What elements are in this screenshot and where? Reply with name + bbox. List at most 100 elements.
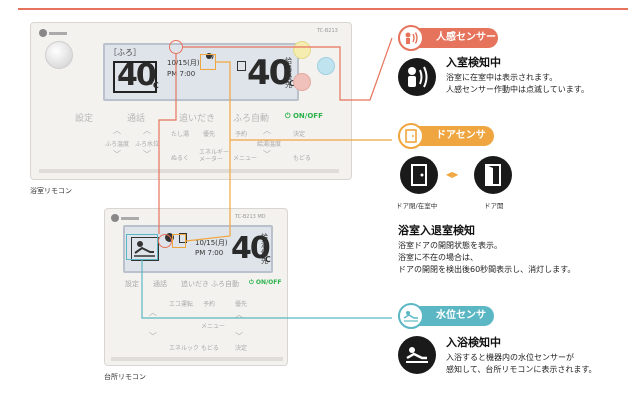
down-arrow-icon[interactable]: ﹀ xyxy=(113,150,121,159)
swap-arrows-icon: ◀▶ xyxy=(446,170,459,179)
person-sensor-icon xyxy=(398,58,436,96)
tsuwa-button[interactable]: 通話 xyxy=(127,114,146,124)
door-line-2: 浴室に不在の場合は、 xyxy=(398,253,478,262)
door-lcd-icon xyxy=(179,233,187,243)
door-lcd-icon xyxy=(237,61,246,71)
onoff-button[interactable]: ⏻ ON/OFF xyxy=(285,112,323,120)
water-heading: 入浴検知中 xyxy=(446,336,501,349)
power-icon: ⏻ xyxy=(249,279,254,286)
k-furo-jido-button[interactable]: ふろ自動 xyxy=(211,280,239,288)
door-heading: 浴室入退室検知 xyxy=(398,224,475,237)
up-arrow-icon[interactable]: ︿ xyxy=(263,126,271,135)
kitchen-foot-strip xyxy=(111,357,283,361)
door-open-label: ドア開 xyxy=(484,202,504,210)
kashi-button[interactable]: たし湯 xyxy=(171,131,190,138)
down-arrow-icon[interactable]: ﹀ xyxy=(235,332,243,341)
k-door-sensor-highlight xyxy=(172,234,186,248)
up-arrow-icon[interactable]: ︿ xyxy=(235,310,243,319)
settei-button[interactable]: 設定 xyxy=(75,114,94,124)
up-arrow-icon[interactable]: ︿ xyxy=(113,126,121,135)
brand-logo xyxy=(111,214,141,222)
k-oidaki-button[interactable]: 追いだき xyxy=(181,280,209,288)
menu-button[interactable]: メニュー xyxy=(233,155,258,162)
person-sensor-highlight xyxy=(169,40,183,54)
k-energy-button[interactable]: エネルック xyxy=(169,345,200,352)
furo-jido-button[interactable]: ふろ自動 xyxy=(233,114,270,124)
k-onoff-button[interactable]: ⏻ ON/OFF xyxy=(249,279,282,286)
k-menu-button[interactable]: メニュー xyxy=(201,323,226,330)
kitchen-time: PM 7:00 xyxy=(195,249,224,257)
bath-temp-right: 40 xyxy=(247,53,292,93)
k-yoyaku-button[interactable]: 予約 xyxy=(203,301,216,308)
door-line-3: ドアの開閉を検出後60秒間表示し、消灯します。 xyxy=(398,265,576,274)
person-sensor-pill: 人感センサー xyxy=(398,25,498,51)
door-icon xyxy=(398,123,424,149)
kyutou-ondo-label: 給湯温度 xyxy=(257,141,282,148)
red-round-button[interactable] xyxy=(293,73,311,91)
down-arrow-icon[interactable]: ﹀ xyxy=(149,332,157,341)
door-line-1: 浴室ドアの開閉状態を表示。 xyxy=(398,241,502,250)
yellow-round-button[interactable] xyxy=(293,41,311,59)
door-sensor-highlight xyxy=(200,54,216,70)
person-to-pill-line xyxy=(183,37,393,101)
kitchen-date: 10/15(月) xyxy=(195,239,228,247)
down-arrow-icon[interactable]: ﹀ xyxy=(263,150,271,159)
bath-unit-right: ℃ xyxy=(285,79,295,88)
kitchen-temp: 40 xyxy=(231,231,271,266)
bather-icon xyxy=(398,303,424,329)
person-connector xyxy=(158,54,177,234)
k-eco-button[interactable]: エコ運転 xyxy=(169,301,194,308)
door-closed-label: ドア閉/在室中 xyxy=(396,202,438,210)
k-kettei-button[interactable]: 決定 xyxy=(235,345,248,352)
up-arrow-icon[interactable]: ︿ xyxy=(149,308,157,317)
bath-unit-left: ℃ xyxy=(149,81,159,90)
kitchen-model: TC-B213 MD xyxy=(235,214,266,220)
k-tsuwa-button[interactable]: 通話 xyxy=(153,280,167,288)
yoyaku-button[interactable]: 予約 xyxy=(235,131,248,138)
oidaki-button[interactable]: 追いだき xyxy=(179,114,216,124)
bath-lcd-tag: ［ふろ］ xyxy=(109,48,141,57)
person-heading: 入室検知中 xyxy=(446,56,501,69)
bather-icon xyxy=(398,336,436,374)
bath-date: 10/15(月) xyxy=(167,59,200,67)
k-settei-button[interactable]: 設定 xyxy=(125,280,139,288)
up-arrow-icon[interactable]: ︿ xyxy=(143,126,151,135)
kettei-button[interactable]: 決定 xyxy=(293,131,306,138)
k-person-sensor-highlight xyxy=(158,234,172,248)
kitchen-side-text: 給湯 優先 xyxy=(261,233,268,265)
person-line-1: 浴室に在室中は表示されます。 xyxy=(446,73,558,82)
down-arrow-icon[interactable]: ﹀ xyxy=(143,150,151,159)
kitchen-unit: ℃ xyxy=(261,255,271,264)
furo-ondo-label: ふろ温度 xyxy=(105,141,130,148)
bath-temp-left: 40 xyxy=(117,58,157,93)
k-bather-highlight xyxy=(126,234,158,260)
bath-temp-frame xyxy=(113,61,157,93)
energy-meter-button[interactable]: エネルギー メーター xyxy=(199,149,230,163)
kitchen-lcd: 10/15(月) PM 7:00 40 給湯 優先 ℃ xyxy=(123,225,273,273)
bath-lcd: ［ふろ］ 40 ℃ 10/15(月) PM 7:00 40 給湯 優先 ℃ xyxy=(103,43,299,101)
nuruku-button[interactable]: ぬるく xyxy=(171,155,190,162)
water-line-2: 感知して、台所リモコンに表示されます。 xyxy=(446,365,597,374)
speaker-grille xyxy=(45,41,73,69)
k-modoru-button[interactable]: もどる xyxy=(201,345,219,352)
blue-round-button[interactable] xyxy=(317,57,335,75)
bath-side-text: 給湯 優先 xyxy=(285,57,292,89)
power-icon: ⏻ xyxy=(285,112,291,120)
brand-logo xyxy=(39,29,69,37)
water-line-1: 入浴すると機器内の水位センサーが xyxy=(446,353,574,362)
door-connector xyxy=(185,61,231,242)
bather-lcd-icon xyxy=(131,237,159,261)
top-rule xyxy=(18,8,628,10)
bath-remote: TC-B213 ［ふろ］ 40 ℃ 10/15(月) PM 7:00 40 給湯… xyxy=(30,22,352,180)
bath-foot-strip xyxy=(39,169,339,173)
bath-time: PM 7:00 xyxy=(167,70,196,78)
modoru-button[interactable]: もどる xyxy=(293,155,311,162)
door-sensor-pill: ドアセンサー xyxy=(398,123,494,161)
k-yusen-button[interactable]: 優先 xyxy=(235,301,248,308)
furo-mizu-label: ふろ水位 xyxy=(135,141,160,148)
yusen-button[interactable]: 優先 xyxy=(203,131,216,138)
person-line-2: 人感センサー作動中は点滅しています。 xyxy=(446,85,589,94)
door-open-icon xyxy=(474,156,512,194)
door-closed-icon xyxy=(400,156,438,194)
